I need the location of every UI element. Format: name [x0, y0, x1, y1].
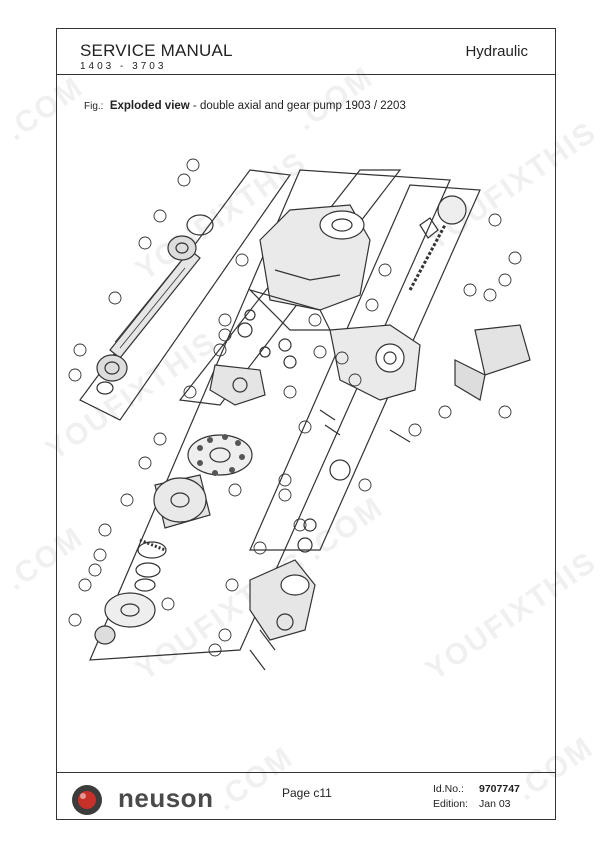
figure-title: Exploded view: [109, 100, 190, 112]
id-value: 9707747: [479, 783, 520, 795]
brand-name: neuson: [118, 783, 214, 813]
figure-prefix: Fig.:: [84, 101, 104, 112]
document-ids: Id.No.: 9707747 Edition: Jan 03: [433, 782, 520, 812]
manual-title: SERVICE MANUAL: [80, 41, 233, 60]
header-divider: [56, 74, 556, 75]
page-frame: [56, 28, 556, 820]
figure-caption-text: - double axial and gear pump 1903 / 2203: [189, 100, 406, 112]
id-label: Id.No.:: [433, 783, 464, 795]
model-range: 1403 - 3703: [80, 61, 167, 72]
edition-label: Edition:: [433, 798, 469, 810]
footer-divider: [56, 772, 556, 773]
section-name: Hydraulic: [465, 43, 528, 60]
page-number: Page c11: [282, 786, 332, 800]
neuson-logo-icon: [72, 785, 102, 815]
exploded-view-drawing: [68, 158, 531, 671]
figure-caption: Fig.: Exploded view - double axial and g…: [84, 100, 406, 112]
edition-value: Jan 03: [479, 798, 511, 810]
